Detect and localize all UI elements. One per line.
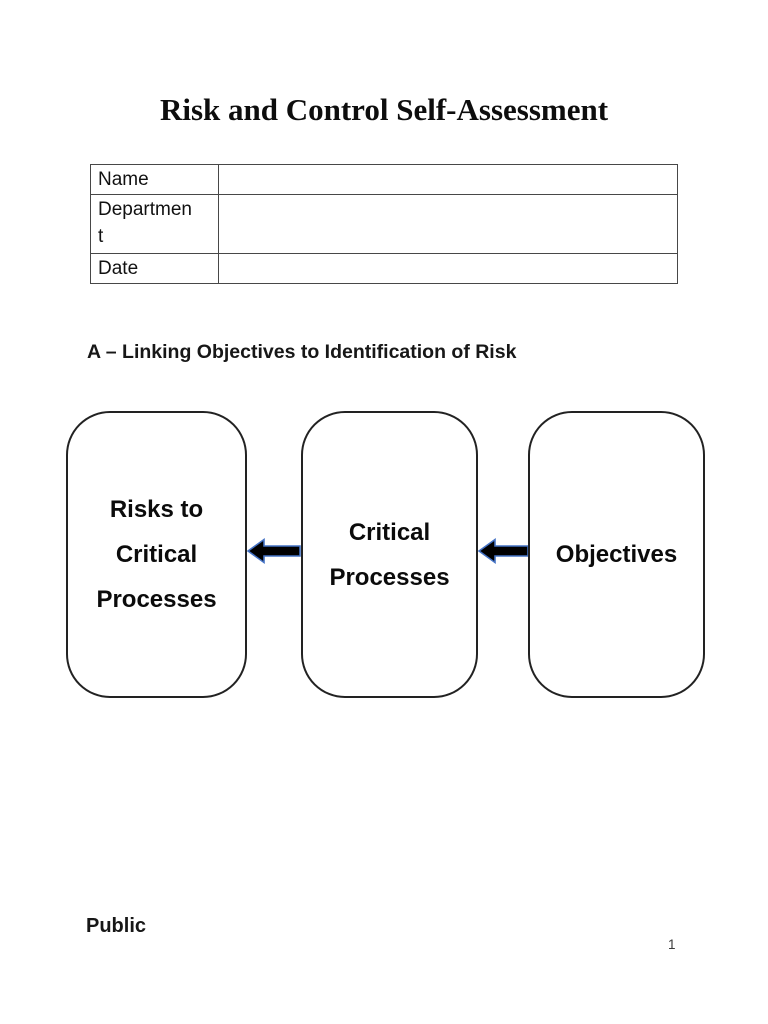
diagram-box-label: Objectives [555,541,678,568]
date-value-cell[interactable] [218,253,678,284]
left-arrow-icon [478,537,529,565]
name-label: Name [98,169,149,190]
diagram-box-critical-processes: Critical Processes [301,411,478,698]
diagram-box-risks-to-critical-processes: Risks to Critical Processes [66,411,247,698]
department-label: Department [98,199,192,247]
page-number: 1 [668,937,676,952]
footer-classification-label: Public [86,915,147,937]
date-label-cell: Date [90,253,219,284]
table-row: Department [90,194,678,254]
department-label-cell: Department [90,194,219,254]
diagram-box-label: Risks to Critical Processes [96,496,217,613]
name-label-cell: Name [90,164,219,195]
left-arrow-icon [247,537,301,565]
diagram-box-label: Critical Processes [329,518,450,591]
section-heading: A – Linking Objectives to Identification… [87,341,517,363]
page-title: Risk and Control Self-Assessment [159,92,609,127]
name-value-cell[interactable] [218,164,678,195]
department-value-cell[interactable] [218,194,678,254]
diagram-box-objectives: Objectives [528,411,705,698]
table-row: Name [90,164,678,195]
info-table: Name Department Date [90,164,678,284]
date-label: Date [98,258,139,279]
table-row: Date [90,253,678,284]
